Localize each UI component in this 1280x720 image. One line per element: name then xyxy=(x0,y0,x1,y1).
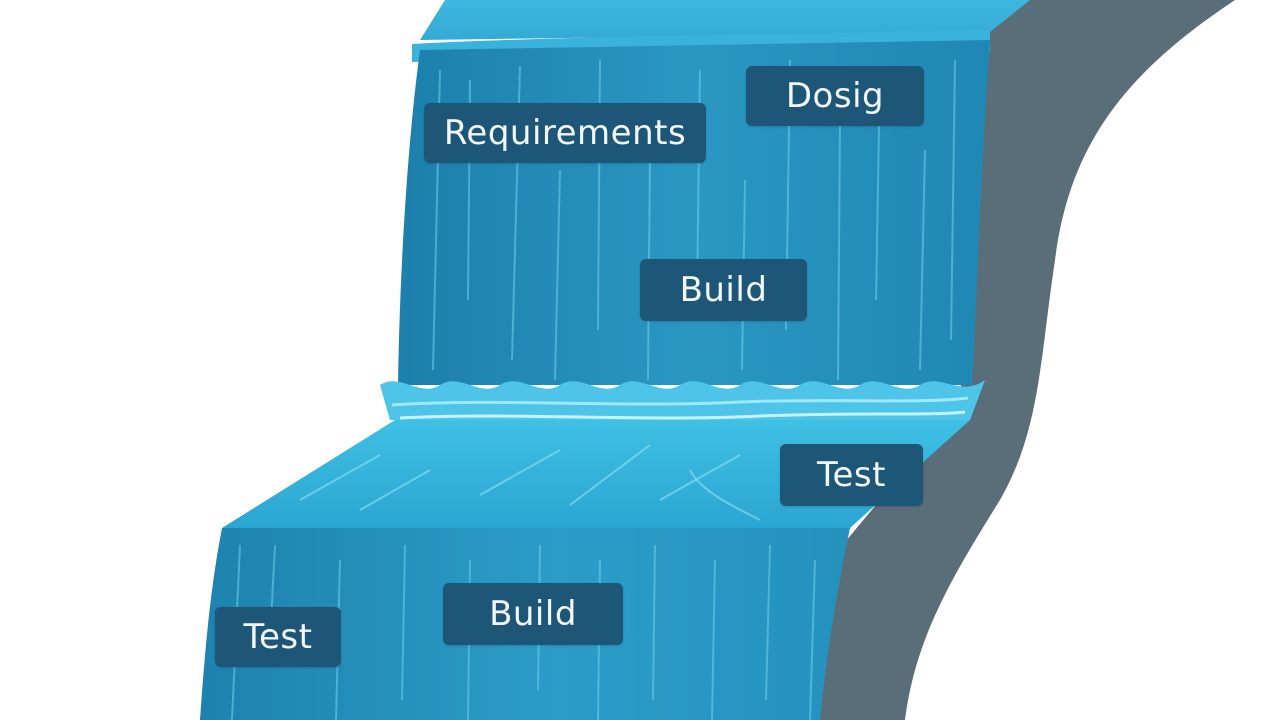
label-test-lower: Test xyxy=(215,607,341,667)
label-requirements: Requirements xyxy=(424,103,706,163)
label-design: Dosig xyxy=(746,66,924,126)
cliff-rock xyxy=(808,0,1235,720)
foam-splash xyxy=(380,380,985,420)
label-build-lower: Build xyxy=(443,583,623,645)
label-test-upper: Test xyxy=(780,444,923,506)
top-water-flow xyxy=(420,0,1030,40)
label-build-upper: Build xyxy=(640,259,807,321)
